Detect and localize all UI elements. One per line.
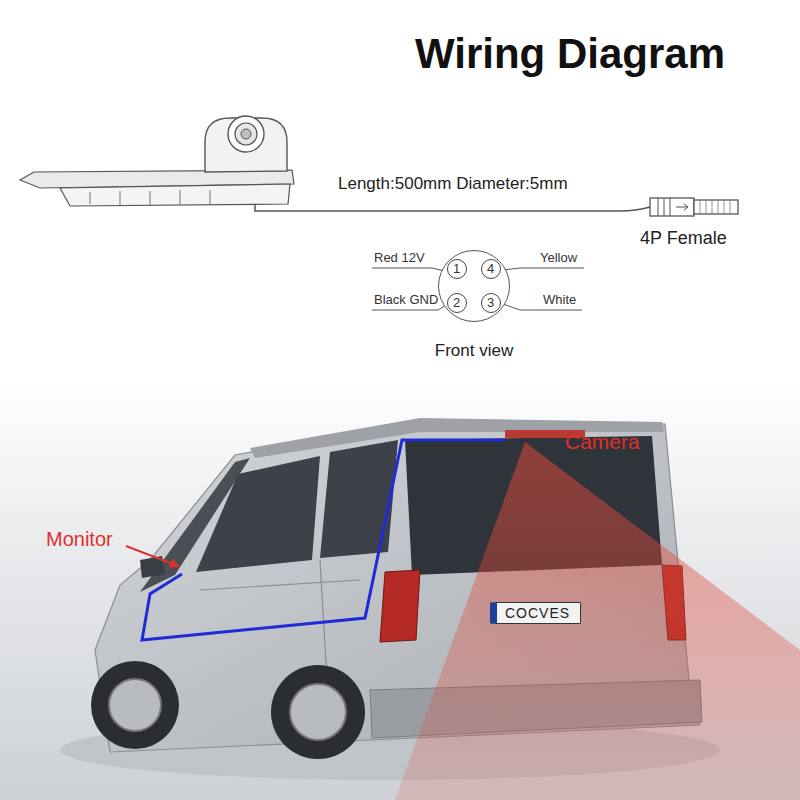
connector-body [650, 198, 694, 216]
leader-line [503, 268, 584, 270]
rim [109, 679, 161, 731]
pin-number: 2 [453, 296, 460, 309]
connector-grip [658, 198, 670, 216]
pin-signal: Yellow [540, 250, 577, 265]
connector-face: Front view1423 [438, 250, 510, 322]
pin-signal: Black GND [374, 292, 438, 307]
wheel [271, 665, 365, 759]
door-line [200, 580, 360, 590]
view-cone [395, 442, 800, 800]
part-label: Camera [565, 430, 640, 454]
rim [290, 684, 346, 740]
cable [255, 205, 650, 211]
side-window [196, 456, 320, 572]
housing-base [60, 184, 290, 206]
part-label: Monitor [46, 528, 113, 551]
lens-core [241, 129, 251, 139]
cable-route [142, 440, 505, 640]
housing-ribs [90, 190, 210, 205]
view-caption: Front view [435, 341, 513, 361]
camera-dome [205, 118, 287, 172]
backdrop [0, 380, 800, 800]
connector-arrow [676, 204, 688, 210]
connector-thread [694, 200, 738, 214]
lens [235, 123, 257, 145]
leader-line [372, 268, 445, 271]
pin-number: 1 [453, 262, 460, 275]
connector-type: 4P Female [640, 228, 727, 249]
pin-number: 3 [487, 296, 494, 309]
pin-circle: 1 [447, 259, 467, 279]
cable-spec: Length:500mm Diameter:5mm [338, 174, 568, 194]
pointer-arrow [126, 546, 178, 566]
pin-signal: White [543, 292, 576, 307]
pin-circle: 3 [481, 293, 501, 313]
wheel [91, 661, 179, 749]
tail-light [380, 570, 420, 642]
pin-number: 4 [487, 262, 494, 275]
diagram-title: Wiring Diagram [415, 30, 725, 78]
thread-lines [700, 200, 730, 214]
pin-circle: 4 [481, 259, 501, 279]
pin-circle: 2 [447, 293, 467, 313]
lens-ring [228, 116, 264, 152]
plate-text: COCVES [505, 605, 570, 621]
side-window [320, 440, 398, 558]
pin-signal: Red 12V [374, 250, 425, 265]
license-plate: COCVES [490, 602, 581, 624]
